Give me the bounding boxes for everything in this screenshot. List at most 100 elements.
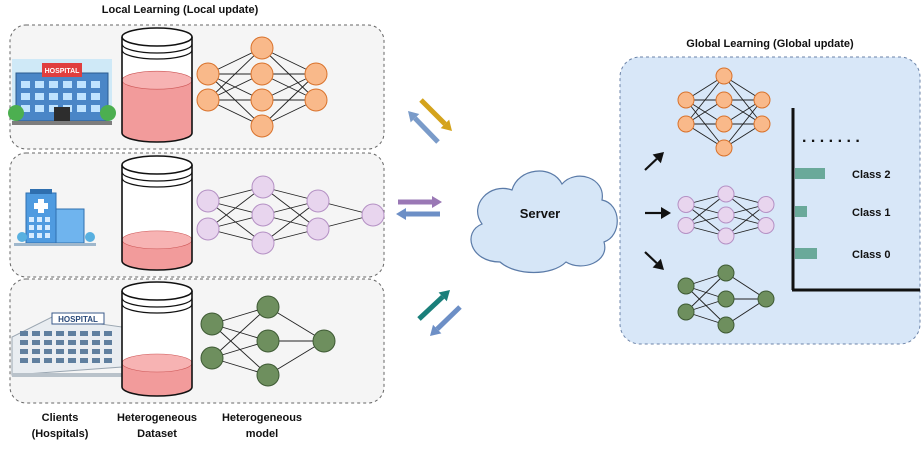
window [56, 358, 64, 363]
net-node [715, 139, 733, 157]
tree [100, 105, 116, 121]
net-node [256, 295, 280, 319]
window [68, 331, 76, 336]
clients-group: HOSPITAL HOSPITAL [8, 24, 385, 404]
tree [85, 232, 95, 242]
rim-line [121, 297, 193, 308]
door [54, 107, 70, 121]
net-node [256, 329, 280, 353]
net-node [717, 290, 735, 308]
window [20, 331, 28, 336]
upload-arrow [417, 290, 450, 321]
window [77, 105, 86, 112]
net-node [757, 290, 775, 308]
net-node [304, 62, 328, 86]
merge-arrow [645, 207, 671, 219]
server-cloud: Server [470, 170, 618, 273]
net-node [251, 203, 275, 227]
merge-arrow [644, 251, 664, 270]
arrow-shaft [435, 305, 462, 331]
upload-arrow [408, 111, 440, 144]
dataset-cylinder [121, 281, 193, 397]
ground [12, 121, 112, 125]
window [44, 349, 52, 354]
net-node [250, 36, 274, 60]
sign-board [42, 63, 82, 77]
window [45, 225, 50, 230]
net-node [196, 189, 220, 213]
window [80, 358, 88, 363]
net-node [304, 88, 328, 112]
sign-board [51, 312, 105, 325]
net-edge [207, 186, 264, 230]
net-node [677, 196, 695, 213]
client-panel: HOSPITAL [9, 278, 385, 404]
net-node [715, 67, 733, 85]
net-node [250, 114, 274, 138]
window [104, 358, 112, 363]
column-labels: Clients (Hospitals) Heterogeneous Datase… [32, 412, 302, 440]
window [91, 93, 100, 100]
ellipsis-dots: . . . . . . . [802, 129, 860, 146]
net-node [256, 363, 280, 387]
class-bar [795, 168, 825, 179]
rim-line [121, 49, 193, 60]
window [21, 81, 30, 88]
window [63, 81, 72, 88]
liquid-surface [121, 70, 193, 90]
cloud-shape [470, 170, 618, 273]
net-node [677, 91, 695, 109]
global-learning-title: Global Learning (Global update) [686, 38, 854, 50]
window [29, 233, 34, 238]
net-edge [207, 47, 263, 101]
liquid-surface [121, 353, 193, 373]
dataset-cylinder [121, 27, 193, 143]
net-node [250, 62, 274, 86]
cylinder-outline [121, 165, 193, 271]
window [20, 349, 28, 354]
net-node [251, 231, 275, 255]
dataset-label-line1: Heterogeneous [117, 412, 197, 424]
server-label: Server [520, 206, 560, 221]
window [32, 340, 40, 345]
net-edge [685, 272, 727, 313]
hospital-icon: HOSPITAL [8, 59, 116, 125]
clients-label-line1: Clients [42, 412, 79, 424]
window [32, 349, 40, 354]
window [56, 349, 64, 354]
arrow-head [396, 208, 406, 220]
window [44, 358, 52, 363]
arrow-head [652, 152, 664, 164]
class-bar [795, 206, 807, 217]
roof [30, 189, 52, 194]
net-node [196, 217, 220, 241]
cylinder-top [121, 281, 193, 301]
liquid-surface [121, 230, 193, 250]
window [63, 93, 72, 100]
local-learning-title: Local Learning (Local update) [102, 4, 259, 16]
window [56, 340, 64, 345]
arrow-shaft [644, 251, 658, 264]
net-node [251, 175, 275, 199]
arrow-head [440, 119, 452, 131]
window [21, 93, 30, 100]
window [91, 105, 100, 112]
cylinder-outline [121, 291, 193, 397]
window [56, 331, 64, 336]
client-panel [9, 152, 385, 278]
wing [55, 208, 85, 244]
net-node [717, 264, 735, 282]
window [29, 225, 34, 230]
window [92, 331, 100, 336]
arrow-head [430, 324, 442, 336]
class-label: Class 0 [852, 249, 891, 261]
window [37, 217, 42, 222]
global-models [677, 67, 775, 334]
window [35, 81, 44, 88]
exchange-arrows [396, 98, 462, 336]
arrow-head [408, 111, 420, 123]
window [32, 358, 40, 363]
liquid [122, 363, 192, 396]
ground [14, 243, 96, 246]
arrow-head [661, 207, 671, 219]
